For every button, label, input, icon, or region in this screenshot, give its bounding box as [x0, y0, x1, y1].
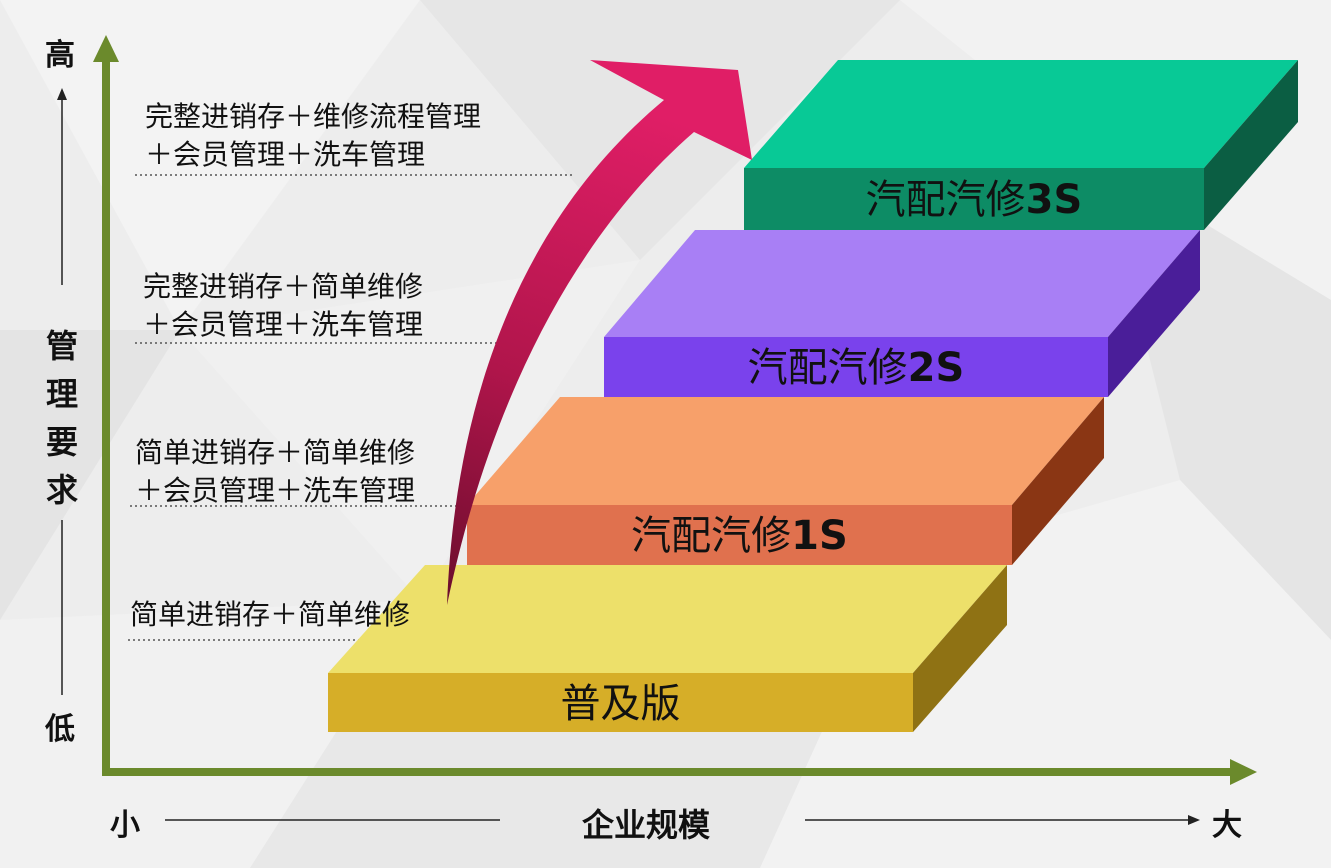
- description-tier-3-line-2: ＋会员管理＋洗车管理: [145, 138, 426, 171]
- step-1s-front: [467, 505, 1012, 565]
- step-2s-front: [604, 337, 1108, 397]
- step-1s-label: 汽配汽修1S: [467, 508, 1012, 564]
- step-1s-side: [1012, 397, 1104, 565]
- x-axis-small-label: 小: [110, 808, 140, 843]
- y-axis: [93, 35, 119, 772]
- description-tier-1: 简单进销存＋简单维修 ＋会员管理＋洗车管理: [135, 434, 415, 510]
- step-basic-front: [328, 673, 913, 732]
- step-3s-front: [744, 168, 1204, 230]
- y-axis-low-label: 低: [45, 712, 75, 747]
- y-scale-arrowhead: [57, 88, 67, 100]
- description-tier-2: 完整进销存＋简单维修 ＋会员管理＋洗车管理: [143, 268, 423, 344]
- y-axis-title-char-2: 要: [45, 423, 78, 461]
- step-3s-label-name: 汽配汽修: [865, 177, 1026, 223]
- step-3s-label: 汽配汽修3S: [744, 172, 1204, 228]
- x-axis-title: 企业规模: [582, 806, 711, 844]
- step-2s-side: [1108, 230, 1200, 397]
- step-1s-label-name: 汽配汽修: [631, 513, 792, 559]
- description-tier-1-line-1: 简单进销存＋简单维修: [135, 436, 416, 469]
- step-basic-label: 普及版: [328, 676, 913, 732]
- step-basic: [328, 565, 1007, 732]
- growth-arrow: [447, 60, 752, 605]
- x-axis: [102, 759, 1257, 785]
- description-tier-2-line-1: 完整进销存＋简单维修: [143, 270, 424, 303]
- description-tier-0: 简单进销存＋简单维修: [130, 596, 410, 634]
- step-1s-label-tier: 1S: [791, 513, 848, 559]
- step-3s-side: [1204, 60, 1298, 230]
- step-3s: [744, 60, 1298, 230]
- description-tier-3-line-1: 完整进销存＋维修流程管理: [145, 100, 482, 133]
- step-2s: [604, 230, 1200, 397]
- step-basic-side: [913, 565, 1007, 732]
- step-basic-label-name: 普及版: [560, 681, 681, 727]
- description-tier-3: 完整进销存＋维修流程管理 ＋会员管理＋洗车管理: [145, 98, 481, 174]
- step-3s-top: [744, 60, 1298, 168]
- step-2s-top: [604, 230, 1200, 337]
- description-tier-1-line-2: ＋会员管理＋洗车管理: [135, 474, 416, 507]
- y-axis-title-char-3: 求: [45, 471, 78, 509]
- step-1s-top: [467, 397, 1104, 505]
- y-axis-title: 管理要求: [40, 322, 84, 514]
- step-basic-top: [328, 565, 1007, 673]
- step-1s: [467, 397, 1104, 565]
- step-2s-label-name: 汽配汽修: [747, 345, 908, 391]
- y-axis-title-char-1: 理: [45, 375, 78, 413]
- step-2s-label-tier: 2S: [907, 345, 965, 391]
- description-tier-0-line-1: 简单进销存＋简单维修: [130, 598, 411, 631]
- y-axis-high-label: 高: [45, 38, 75, 73]
- x-scale-arrowhead: [1188, 815, 1200, 825]
- y-axis-title-char-0: 管: [45, 327, 78, 365]
- step-2s-label: 汽配汽修2S: [604, 340, 1108, 396]
- description-tier-2-line-2: ＋会员管理＋洗车管理: [143, 308, 424, 341]
- x-axis-large-label: 大: [1212, 808, 1242, 843]
- step-3s-label-tier: 3S: [1025, 177, 1083, 223]
